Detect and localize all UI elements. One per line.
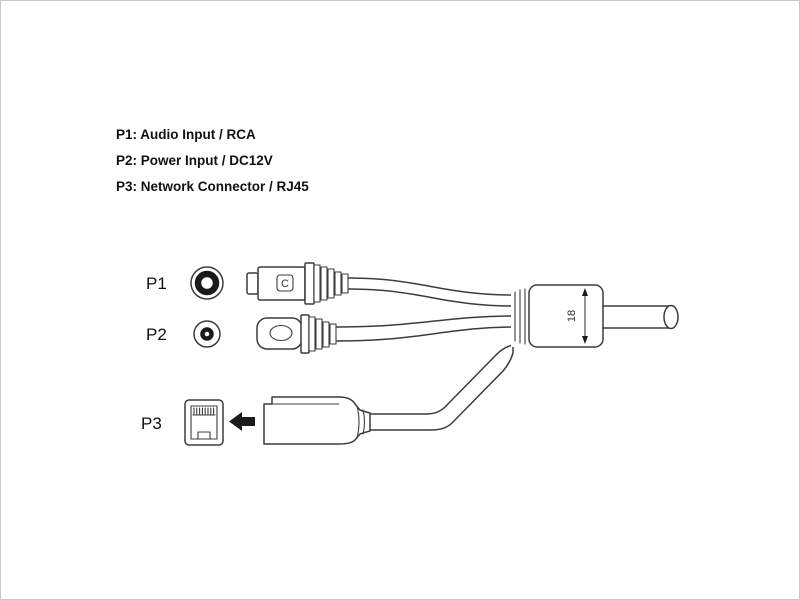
legend-line-p2: P2: Power Input / DC12V: [116, 153, 273, 168]
main-cable: [602, 304, 679, 330]
legend-line-p3: P3: Network Connector / RJ45: [116, 179, 309, 194]
rca-plug-side-view: C: [246, 262, 349, 305]
dc-plug-side-view: [256, 314, 337, 354]
p1-row: P1 C: [146, 262, 516, 307]
rca-front-icon: [190, 266, 224, 300]
ferrite-boot: 18: [511, 284, 679, 348]
rca-marking: C: [281, 278, 289, 290]
p2-cable: [336, 315, 516, 342]
p3-label: P3: [141, 414, 162, 433]
legend-line-p1: P1: Audio Input / RCA: [116, 127, 256, 142]
p2-label: P2: [146, 325, 167, 344]
legend: P1: Audio Input / RCA P2: Power Input / …: [116, 122, 309, 200]
dimension-18: 18: [566, 288, 588, 344]
p3-cable: [369, 344, 516, 431]
insert-direction-arrow-icon: [229, 412, 255, 431]
p2-row: P2: [146, 314, 516, 354]
rca-strain-relief-ribs: [313, 264, 349, 303]
p1-cable: [347, 277, 516, 307]
rj45-plug-side-view: [263, 396, 371, 445]
p1-label: P1: [146, 274, 167, 293]
dc-strain-relief-ribs: [308, 316, 337, 352]
rj45-pins: [192, 407, 216, 416]
p3-row: P3: [141, 344, 516, 446]
rj45-jack-front-icon: [184, 399, 224, 446]
dimension-value: 18: [566, 310, 578, 322]
cable-end: [663, 304, 679, 330]
dc-jack-front-icon: [193, 320, 221, 348]
